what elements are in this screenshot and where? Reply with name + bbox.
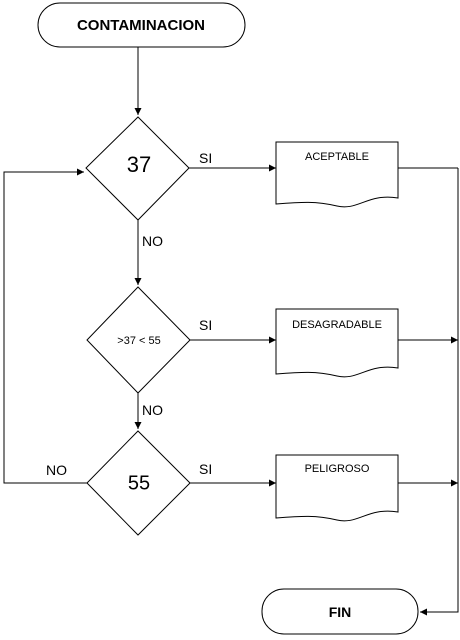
- output-desagradable: DESAGRADABLE: [275, 308, 399, 378]
- edge-decision-3-no-loop: [3, 168, 87, 484]
- output-3-label: PELIGROSO: [305, 463, 370, 475]
- decision-1-label: 37: [127, 152, 151, 177]
- decision-2-label: >37 < 55: [117, 335, 160, 347]
- end-terminator: FIN: [261, 588, 419, 635]
- edge-label-no-2: NO: [142, 402, 163, 418]
- decision-3: 55: [86, 430, 191, 536]
- output-1-label: ACEPTABLE: [305, 151, 369, 163]
- edge-label-yes-1: SI: [199, 150, 212, 166]
- output-aceptable: ACEPTABLE: [275, 141, 399, 208]
- edge-label-no-3: NO: [46, 462, 67, 478]
- output-2-label: DESAGRADABLE: [292, 319, 382, 331]
- end-label: FIN: [329, 604, 352, 620]
- edge-label-yes-2: SI: [199, 317, 212, 333]
- edge-label-no-1: NO: [142, 233, 163, 249]
- decision-2: >37 < 55: [86, 286, 191, 394]
- output-peligroso: PELIGROSO: [275, 454, 399, 522]
- decision-1: 37: [85, 116, 190, 221]
- edge-collector-to-end: [420, 168, 459, 616]
- decision-3-label: 55: [128, 472, 150, 494]
- edge-label-yes-3: SI: [199, 461, 212, 477]
- start-label: CONTAMINACION: [77, 17, 205, 34]
- start-terminator: CONTAMINACION: [37, 2, 246, 48]
